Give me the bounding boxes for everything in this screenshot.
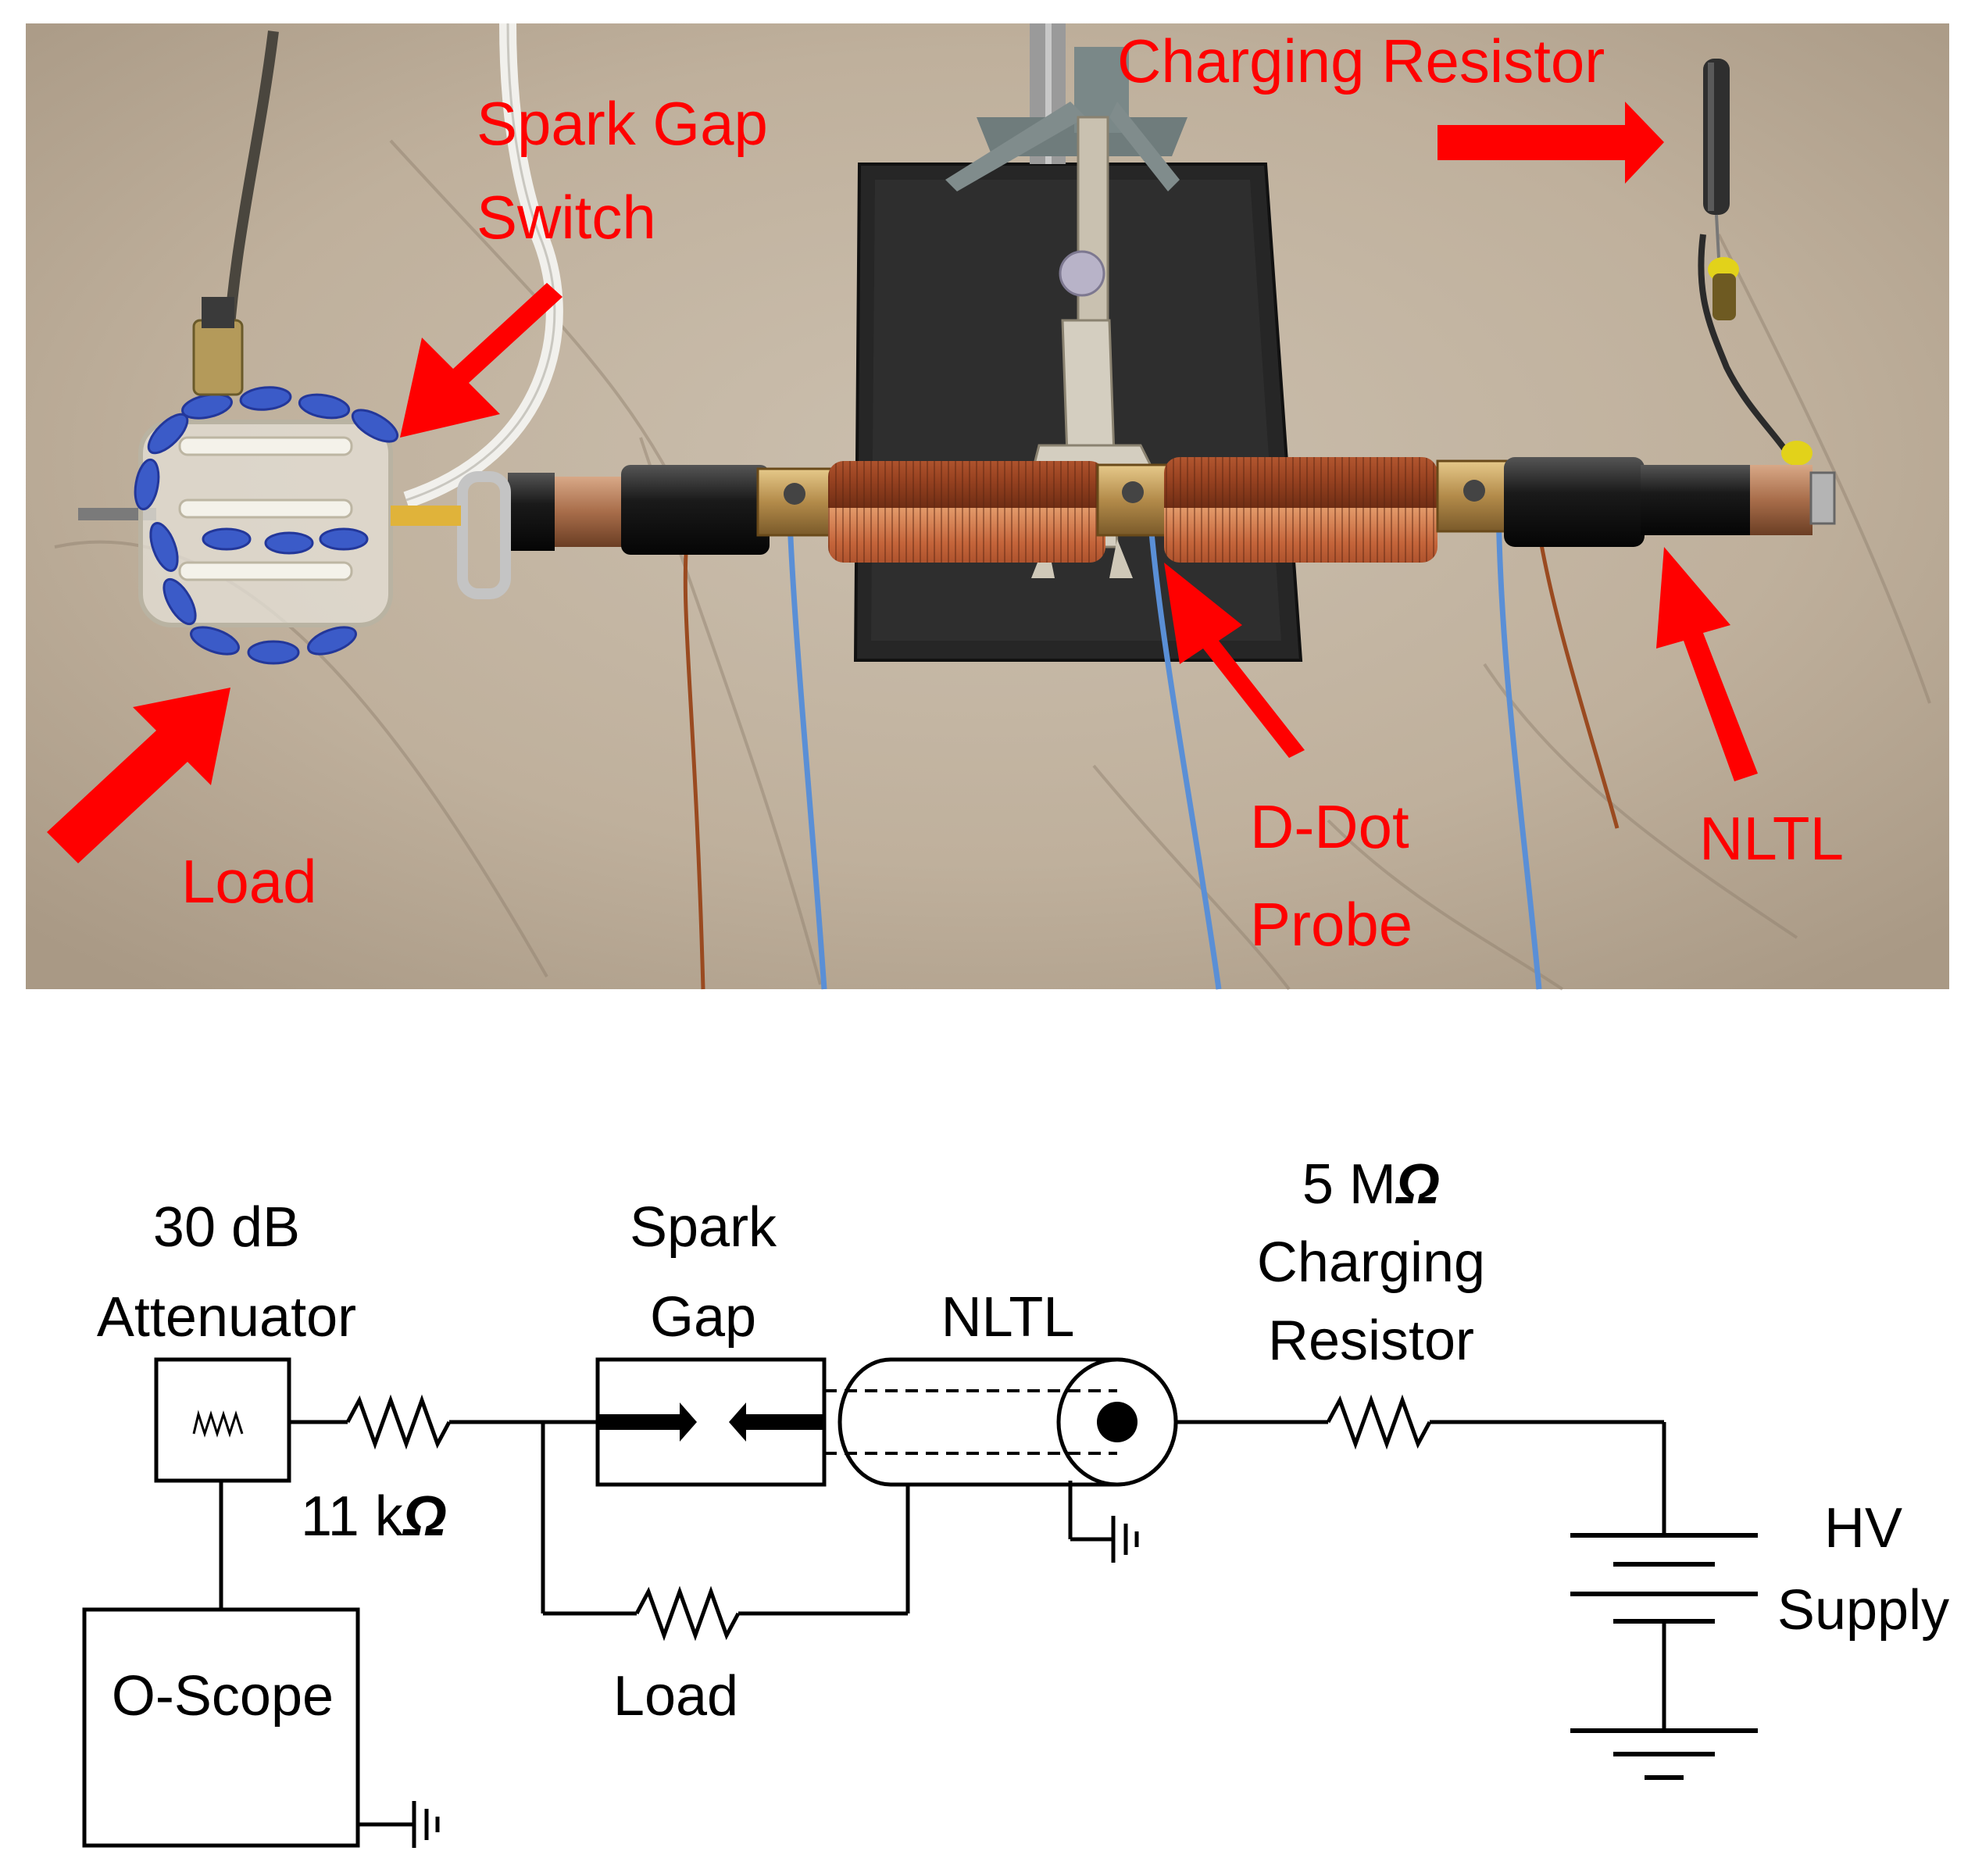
black-wrap-left — [508, 473, 555, 551]
resistor-11k — [345, 1394, 452, 1450]
label-ddot-line1: D-Dot — [1250, 792, 1409, 861]
arrow-spark-gap — [400, 283, 562, 438]
arrow-load — [47, 688, 230, 863]
oscope-box — [82, 1607, 360, 1848]
black-tube-right — [1641, 465, 1750, 535]
blue-wire-1 — [786, 499, 827, 990]
coil-left — [828, 461, 1105, 563]
charging-resistor-component — [1703, 59, 1812, 466]
spark-gap-label-line1: Spark — [630, 1196, 777, 1259]
photo-labels: Spark Gap Switch Charging Resistor Load … — [181, 27, 1844, 959]
copper-tube-right — [1750, 465, 1812, 535]
charging-resistor — [1326, 1394, 1432, 1450]
schematic-panel: 30 dB Attenuator 11 kΩ O-Scope Load Spar… — [82, 1153, 1949, 1848]
attenuator-label-line1: 30 dB — [153, 1196, 300, 1259]
spark-gap-assembly — [78, 297, 461, 665]
label-spark-gap-line1: Spark Gap — [477, 89, 768, 158]
nltl-assembly — [457, 457, 1836, 599]
ground-nltl — [1111, 1516, 1139, 1563]
blue-wire-2 — [1145, 491, 1222, 990]
hv-label-line1: HV — [1824, 1497, 1902, 1560]
black-tape-right — [1504, 457, 1645, 547]
ground-scope — [412, 1801, 440, 1848]
label-load: Load — [181, 847, 317, 916]
end-nut — [1809, 471, 1836, 525]
spark-gap-label-line2: Gap — [650, 1286, 756, 1349]
resistor-11k-value: 11 kΩ — [301, 1485, 447, 1548]
spark-gap-symbol — [598, 1403, 824, 1442]
arrow-charging-resistor — [1438, 102, 1664, 184]
ground-hv — [1570, 1728, 1758, 1780]
label-spark-gap-line2: Switch — [477, 183, 656, 252]
black-tape-left — [621, 465, 770, 555]
copper-wire-1 — [683, 531, 705, 990]
charging-label-line2: Resistor — [1268, 1310, 1474, 1372]
nltl-label: NLTL — [941, 1286, 1075, 1349]
label-nltl: NLTL — [1699, 804, 1844, 873]
nltl-coax-symbol — [824, 1357, 1178, 1487]
annotation-arrows — [47, 102, 1758, 863]
oscope-label: O-Scope — [112, 1665, 334, 1728]
load-resistor — [634, 1585, 741, 1642]
arrow-ddot-probe — [1164, 563, 1305, 758]
clamp-knob — [1059, 250, 1105, 297]
hv-label-line2: Supply — [1777, 1579, 1949, 1642]
lead-wire — [1698, 234, 1800, 470]
brass-block-1 — [756, 467, 834, 537]
arrow-nltl — [1656, 547, 1758, 781]
hv-battery-symbol — [1570, 1533, 1758, 1624]
label-ddot-line2: Probe — [1250, 890, 1412, 959]
coil-right — [1164, 457, 1438, 563]
copper-wire-2 — [1537, 531, 1620, 829]
blue-wire-3 — [1495, 499, 1542, 990]
load-label: Load — [613, 1665, 738, 1728]
photo-panel: Spark Gap Switch Charging Resistor Load … — [26, 23, 1949, 991]
charging-label-line1: Charging — [1257, 1231, 1485, 1294]
bnc-connector — [192, 319, 244, 396]
attenuator-symbol — [192, 1410, 244, 1438]
cables — [221, 23, 1800, 990]
attenuator-label-line2: Attenuator — [97, 1286, 356, 1349]
load-resistor-ring — [134, 386, 399, 665]
charging-value: 5 MΩ — [1302, 1153, 1440, 1216]
label-charging-resistor: Charging Resistor — [1117, 27, 1605, 95]
hose-clamp — [457, 471, 511, 599]
